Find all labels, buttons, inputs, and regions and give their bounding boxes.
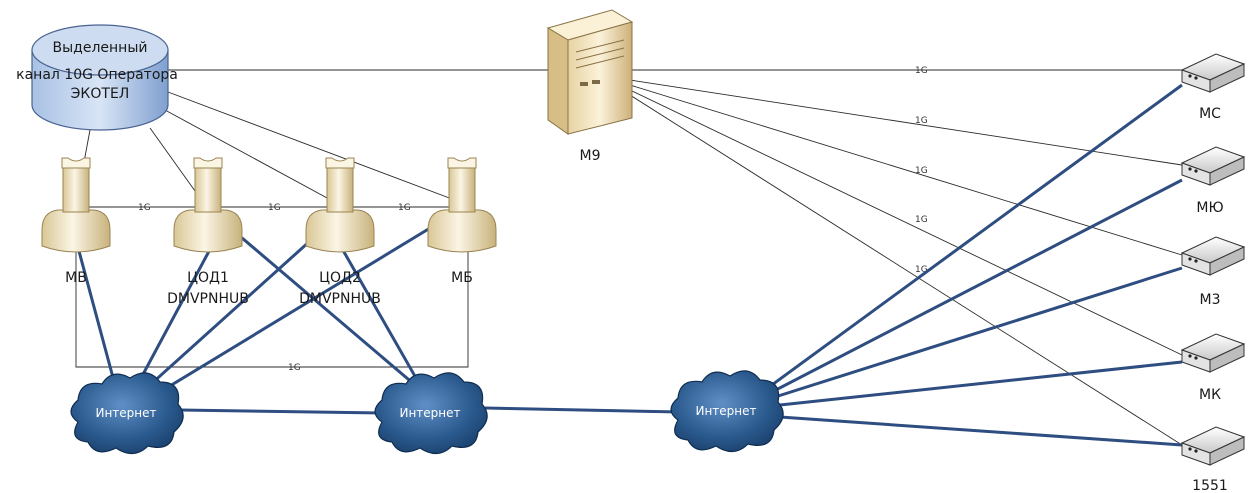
link-m9-mz xyxy=(629,84,1183,256)
router-label: М3 xyxy=(1200,292,1221,308)
operator-channel[interactable]: Выделенный канал 10G Оператора ЭКОТЕЛ xyxy=(16,24,178,131)
router-r1551[interactable]: 1551 xyxy=(1180,426,1246,493)
internet-cloud3[interactable]: Интернет xyxy=(670,370,784,453)
router-mc[interactable]: MC xyxy=(1180,53,1246,122)
tower-label: DMVPNHUB xyxy=(167,291,249,307)
internet-links xyxy=(74,83,1183,447)
router-myu[interactable]: МЮ xyxy=(1180,146,1246,216)
operator-label-line3: ЭКОТЕЛ xyxy=(71,86,130,102)
cloud-label: Интернет xyxy=(695,404,756,418)
server-icon xyxy=(567,21,633,135)
router-label: МЮ xyxy=(1196,200,1223,216)
link-cloud3-1551 xyxy=(779,415,1183,447)
tower-top xyxy=(193,157,223,169)
internet-cloud2[interactable]: Интернет xyxy=(374,372,488,455)
thin-links xyxy=(75,69,1183,446)
cloud-icon xyxy=(374,372,488,455)
link-m9-mk xyxy=(629,89,1183,356)
tower-stem xyxy=(194,164,222,213)
tower-icon xyxy=(41,209,111,253)
link-mb-cloud1 xyxy=(159,220,441,394)
clouds: Интернет Интернет Интернет xyxy=(70,370,784,455)
link-cloud1-cloud2 xyxy=(179,408,386,415)
link-tsod2-cloud2 xyxy=(338,244,422,386)
router-mz[interactable]: М3 xyxy=(1180,236,1246,308)
link-m9-myu xyxy=(629,79,1183,166)
link-label: 1G xyxy=(398,203,411,213)
link-operator-mb xyxy=(167,91,469,206)
operator-label-line1: Выделенный xyxy=(53,40,148,56)
tower-label: ЦОД2 xyxy=(319,270,361,286)
tower-label: МБ xyxy=(451,270,473,286)
link-label: 1G xyxy=(915,215,928,225)
router-label: MC xyxy=(1199,106,1221,122)
router-label: 1551 xyxy=(1192,478,1228,493)
link-mv-mb-loop xyxy=(75,240,469,368)
cloud-label: Интернет xyxy=(95,406,156,420)
cloud-label: Интернет xyxy=(399,406,460,420)
link-tsod1-cloud1 xyxy=(138,239,217,381)
tower-label: MB xyxy=(65,270,87,286)
link-label: 1G xyxy=(138,203,151,213)
tower-icon xyxy=(427,209,497,253)
tower-stem xyxy=(448,164,476,213)
tower-label: ЦОД1 xyxy=(187,270,229,286)
link-m9-1551 xyxy=(629,94,1183,446)
link-cloud3-mk xyxy=(779,360,1183,407)
tower-top xyxy=(325,157,355,169)
link-cloud3-mc xyxy=(764,83,1183,392)
link-label: 1G xyxy=(268,203,281,213)
link-cloud3-myu xyxy=(769,178,1183,395)
cloud-icon xyxy=(70,372,184,455)
link-labels: 1G 1G 1G 1G 1G 1G 1G 1G 1G xyxy=(138,66,928,373)
link-label: 1G xyxy=(915,66,928,76)
link-tsod2-cloud1 xyxy=(148,230,322,387)
router-mk[interactable]: МК xyxy=(1180,333,1246,403)
cloud-icon xyxy=(670,370,784,453)
link-label: 1G xyxy=(915,265,928,275)
tower-label: DMVPNHUB xyxy=(299,291,381,307)
server-label: M9 xyxy=(580,148,601,164)
link-label: 1G xyxy=(915,166,928,176)
server-m9[interactable]: M9 xyxy=(546,9,634,164)
tower-top xyxy=(447,157,477,169)
tower-stem xyxy=(62,164,90,213)
tower-mv[interactable]: MB xyxy=(41,157,111,286)
tower-stem xyxy=(326,164,354,213)
link-cloud2-cloud3 xyxy=(484,406,681,414)
tower-mb[interactable]: МБ xyxy=(427,157,497,286)
internet-cloud1[interactable]: Интернет xyxy=(70,372,184,455)
router-label: МК xyxy=(1199,387,1221,403)
server-side xyxy=(547,27,569,135)
link-cloud3-mz xyxy=(774,266,1183,399)
operator-label-line2: канал 10G Оператора xyxy=(16,67,178,83)
link-label: 1G xyxy=(915,116,928,126)
tower-icon xyxy=(173,209,243,253)
link-mv-cloud1 xyxy=(74,239,117,386)
link-operator-tsod2 xyxy=(164,109,341,206)
link-label: 1G xyxy=(288,363,301,373)
link-tsod1-cloud2 xyxy=(234,230,416,387)
tower-icon xyxy=(305,209,375,253)
tower-top xyxy=(61,157,91,169)
database-top xyxy=(31,24,169,76)
